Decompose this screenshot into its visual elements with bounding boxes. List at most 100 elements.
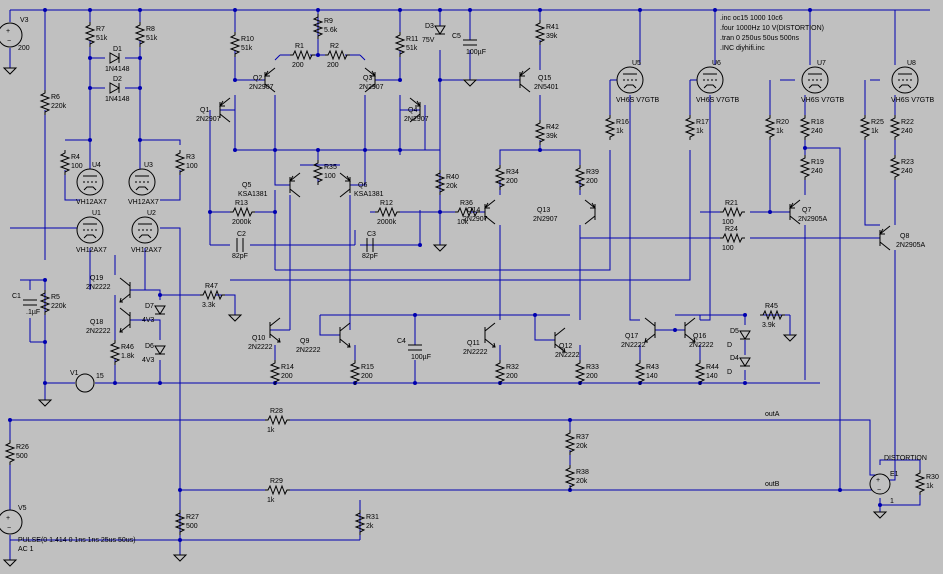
resistor-value: 100 xyxy=(71,163,83,170)
source-v5[interactable]: +− V5 PULSE(0 1.414 0 1ns 1ns 25us 50us)… xyxy=(0,505,136,553)
resistor-name: R10 xyxy=(241,36,254,43)
source-v3[interactable]: +− V3 200 xyxy=(0,17,30,52)
diode-d4[interactable]: D4D xyxy=(727,355,751,376)
source-e1[interactable]: +− DISTORTION E1 1 xyxy=(869,455,927,505)
v5-name: V5 xyxy=(18,505,27,512)
resistor-r9[interactable]: R95.6k xyxy=(312,14,338,39)
source-v1[interactable]: V1 15 xyxy=(70,370,104,393)
transistor-name: Q11 xyxy=(467,340,480,347)
diode-d5[interactable]: D5D xyxy=(727,328,751,349)
net-label-outb: outB xyxy=(765,481,780,488)
capacitor-c1[interactable]: C1.1µF xyxy=(12,293,40,316)
resistor-value: 1k xyxy=(616,128,624,135)
diode-type: 1N4148 xyxy=(105,66,130,73)
diode-type: 4V3 xyxy=(142,317,155,324)
resistor-name: R43 xyxy=(646,364,659,371)
